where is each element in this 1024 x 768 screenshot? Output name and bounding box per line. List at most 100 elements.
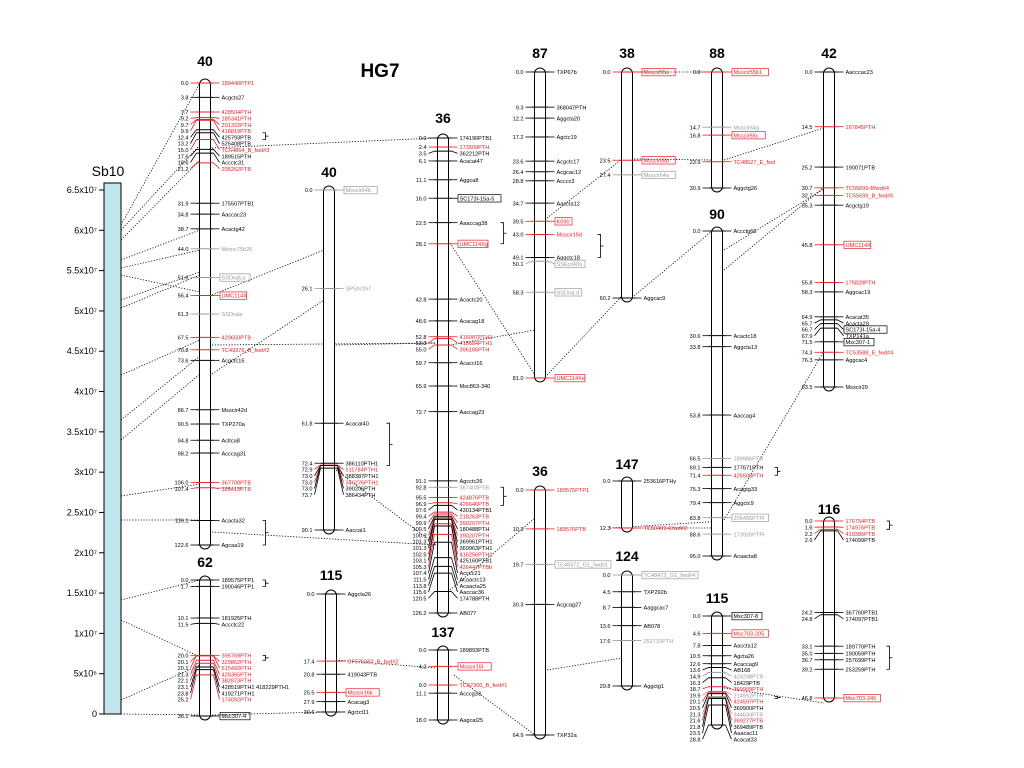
position-leader [428, 516, 435, 530]
marker-name: 18429PTB [734, 681, 761, 687]
marker-name: Msc703-245 [846, 696, 877, 702]
marker-box [641, 571, 699, 580]
marker-name: 390206PTH [346, 487, 376, 493]
marker-name: Msc863-340 [460, 384, 491, 390]
marker-position: 12.6 [690, 662, 701, 668]
name-leader [451, 505, 458, 511]
marker-name: Acgctc17 [557, 159, 580, 165]
sorghum-chromosome-sb10: Sb10 05x10⁶1x10⁷1.5x10⁷2x10⁷2.5x10⁷3x10⁷… [67, 163, 125, 719]
sorghum-bar [103, 182, 122, 715]
position-leader [428, 566, 435, 586]
homology-link [723, 350, 825, 521]
marker-name: AB168 [734, 668, 751, 674]
marker-name: Aggcac19 [846, 290, 871, 296]
marker-position: 36.1 [178, 714, 189, 720]
marker-name: Acacat33 [734, 737, 757, 743]
name-leader [451, 344, 458, 350]
position-leader [702, 696, 709, 715]
marker-name: 190059PTH [846, 652, 876, 658]
position-leader [190, 162, 197, 170]
marker-name: 189576PTB [557, 527, 587, 533]
marker-position: 79.4 [690, 501, 701, 507]
marker-name: Memc75b26 [222, 247, 253, 253]
marker-name: 205262PTB [222, 167, 252, 173]
marker-position: 101.3 [413, 540, 427, 546]
name-leader [837, 327, 844, 336]
marker-position: 0.0 [805, 70, 813, 76]
chromosome-bar [823, 67, 835, 392]
name-leader [548, 260, 555, 265]
marker-box [219, 712, 251, 721]
marker-name: 252715PTH [644, 639, 674, 645]
position-leader [428, 591, 435, 599]
homology-link [120, 355, 201, 421]
position-leader [428, 344, 435, 350]
position-leader [190, 129, 197, 138]
marker-name: Accctc31 [222, 161, 245, 167]
linkage-group-title: 36 [435, 110, 451, 126]
marker-position: 126.2 [413, 611, 427, 617]
marker-position: 18.0 [416, 718, 427, 724]
position-leader [814, 530, 821, 541]
name-leader [451, 511, 458, 517]
marker-name: TC49376_B_fwd#2 [222, 348, 270, 354]
marker-name: 205455PTPI [734, 516, 766, 522]
marker-name: Msc307-1 [846, 340, 871, 346]
marker-bracket [886, 520, 893, 530]
marker-name: Acacat47 [460, 159, 483, 165]
sorghum-tick-label: 3.5x10⁷ [67, 427, 97, 437]
position-leader [314, 464, 321, 470]
marker-name: 429650PTB [222, 336, 252, 342]
marker-position: 17.6 [600, 639, 611, 645]
marker-position: 35.3 [802, 203, 813, 209]
marker-name: 167845PTH [846, 125, 876, 131]
marker-position: 14.7 [690, 125, 701, 131]
marker-position: 3.5 [419, 152, 427, 158]
position-leader [190, 674, 197, 700]
marker-name: Msscir55a [644, 70, 670, 76]
name-leader [725, 686, 732, 690]
marker-name: 173926PTPI [734, 532, 766, 538]
marker-name: 428504PTH [222, 110, 252, 116]
homology-link [120, 664, 201, 701]
marker-position: 86.7 [178, 408, 189, 414]
position-leader [428, 542, 435, 574]
position-leader [814, 614, 821, 620]
marker-position: 9.7 [181, 123, 189, 129]
marker-position: 72.9 [302, 468, 313, 474]
marker-name: Agcta26 [734, 654, 755, 660]
marker-name: 416256PTH1 [460, 552, 493, 558]
marker-position: 100.9 [413, 533, 427, 539]
marker-name: 418684PTH1 [460, 341, 493, 347]
marker-position: 20.1 [178, 660, 189, 666]
marker-name: 419043PTB [348, 672, 378, 678]
marker-name: 390207PTH [460, 521, 490, 527]
marker-name: Msscir55b [644, 158, 670, 164]
homology-link [120, 229, 201, 261]
marker-position: 51.6 [178, 276, 189, 282]
marker-position: 28.1 [416, 242, 427, 248]
linkage-group-title: 40 [197, 53, 213, 69]
marker-position: 91.1 [416, 479, 427, 485]
